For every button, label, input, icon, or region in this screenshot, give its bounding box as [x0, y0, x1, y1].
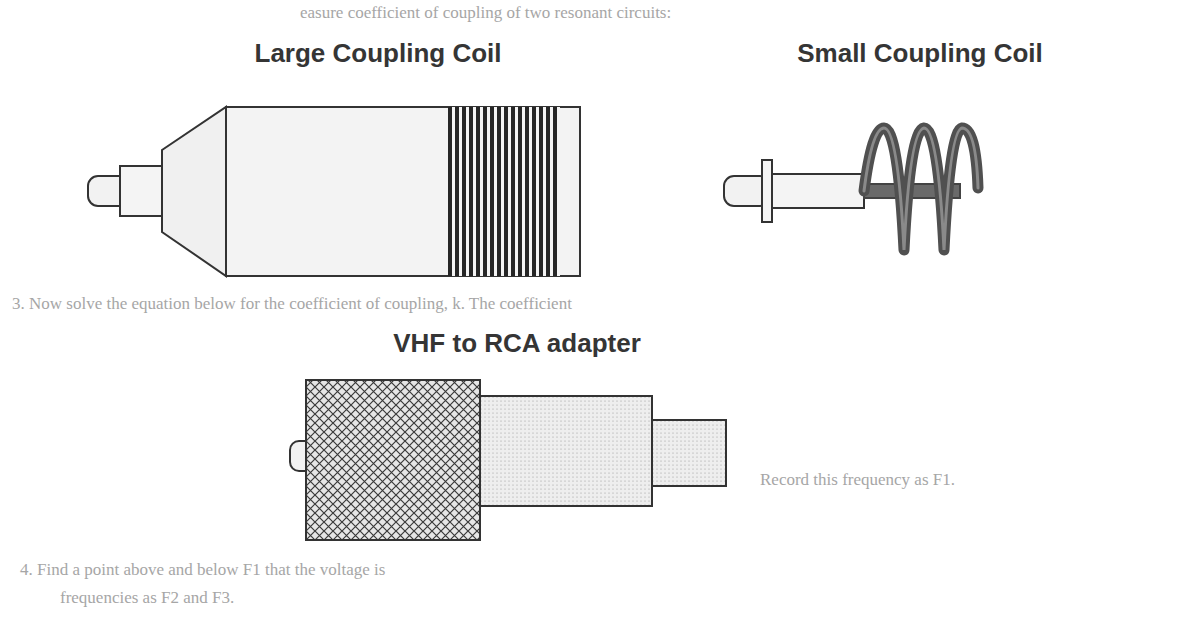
- coil-form-taper: [162, 107, 226, 276]
- rca-collar: [120, 166, 162, 216]
- faded-text: Record this frequency as F1.: [760, 470, 955, 490]
- faded-text: frequencies as F2 and F3.: [60, 588, 234, 608]
- adapter-body: [480, 396, 652, 506]
- coil-highlight: [864, 128, 978, 250]
- knurled-nut: [306, 380, 480, 540]
- large-coupling-coil: [88, 107, 580, 276]
- faded-text: easure coefficient of coupling of two re…: [300, 3, 671, 23]
- coil-winding: [448, 107, 560, 276]
- coil-form: [226, 107, 580, 276]
- small-coupling-coil: [724, 128, 978, 250]
- part-name: VHF to RCA adapter: [393, 328, 641, 359]
- part-name: Small Coupling Coil: [797, 38, 1043, 69]
- faded-text: 4. Find a point above and below F1 that …: [20, 560, 385, 580]
- part-name: Large Coupling Coil: [255, 38, 502, 69]
- vhf-rca-adapter: [290, 380, 726, 540]
- coil-helix: [864, 128, 978, 250]
- rca-collar: [772, 174, 864, 208]
- faded-text: 3. Now solve the equation below for the …: [12, 294, 572, 314]
- adapter-barrel: [652, 420, 726, 486]
- rca-flange: [762, 160, 772, 222]
